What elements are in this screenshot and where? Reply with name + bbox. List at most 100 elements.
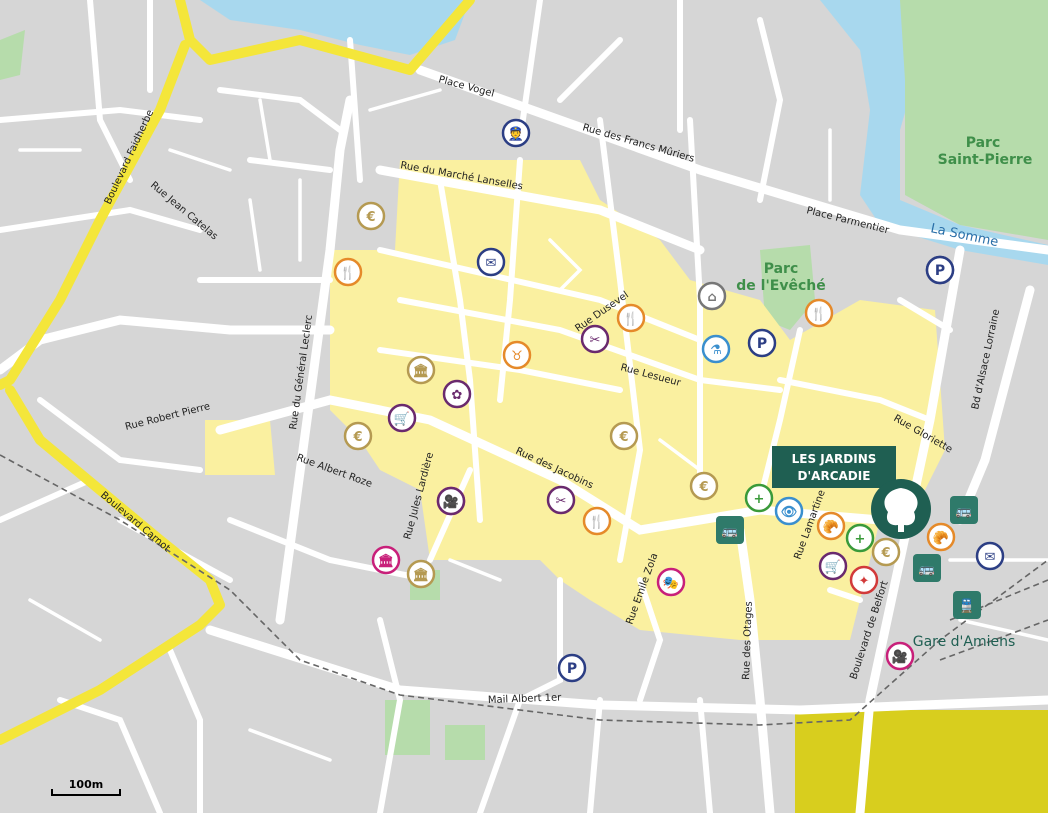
svg-text:🚌: 🚌 xyxy=(722,524,738,539)
euro-icon[interactable]: € xyxy=(609,421,639,451)
boulevard-carnot xyxy=(0,385,225,745)
church-icon[interactable]: ⌂ xyxy=(697,281,727,311)
boulevard-faidherbe xyxy=(0,40,190,390)
svg-text:€: € xyxy=(698,480,708,495)
cinema-icon[interactable]: 🎥 xyxy=(885,641,915,671)
bus-icon[interactable]: 🚌 xyxy=(716,516,744,544)
parking-icon[interactable]: P xyxy=(557,653,587,683)
label-parc-st-pierre-2: Saint-Pierre xyxy=(938,152,1033,168)
svg-text:⚗: ⚗ xyxy=(710,343,722,358)
street-general-leclerc xyxy=(275,95,355,625)
svg-text:P: P xyxy=(567,661,577,677)
svg-text:P: P xyxy=(757,336,767,352)
hairdresser-icon[interactable]: ✂ xyxy=(546,485,576,515)
museum-icon[interactable]: 🏛 xyxy=(406,559,436,589)
svg-text:🥐: 🥐 xyxy=(933,530,949,546)
hairdresser-icon[interactable]: ✂ xyxy=(580,324,610,354)
label-mail-albert: Mail Albert 1er xyxy=(488,692,563,706)
scale-bar-label: 100m xyxy=(69,778,103,791)
museum-icon[interactable]: 🏛 xyxy=(406,355,436,385)
label-parc-eveche-1: Parc xyxy=(764,261,799,277)
euro-icon[interactable]: € xyxy=(689,471,719,501)
shopping-cart-icon[interactable]: 🛒 xyxy=(818,551,848,581)
park-eveche xyxy=(760,245,815,330)
svg-text:✉: ✉ xyxy=(486,256,497,271)
label-parc-eveche-2: de l'Evêché xyxy=(736,278,825,294)
police-icon[interactable]: 👮 xyxy=(501,118,531,148)
destination-marker[interactable]: LES JARDINS D'ARCADIE xyxy=(772,446,931,539)
svg-text:+: + xyxy=(754,492,765,507)
railway xyxy=(0,454,1048,726)
destination-title-line2: D'ARCADIE xyxy=(798,469,871,483)
pharmacy-icon[interactable]: + xyxy=(845,523,875,553)
scale-bar: 100m xyxy=(51,778,121,796)
shopping-cart-icon[interactable]: 🛒 xyxy=(387,403,417,433)
restaurant-icon[interactable]: 🍴 xyxy=(616,303,646,333)
label-gare: Gare d'Amiens xyxy=(913,634,1016,650)
library-icon[interactable]: 🏛 xyxy=(371,545,401,575)
svg-text:👁: 👁 xyxy=(781,505,798,520)
bakery-icon[interactable]: 🥐 xyxy=(926,522,956,552)
pharmacy-icon[interactable]: + xyxy=(744,483,774,513)
parking-icon[interactable]: P xyxy=(925,255,955,285)
svg-text:🎭: 🎭 xyxy=(663,576,679,591)
park-saint-pierre xyxy=(900,0,1048,240)
svg-text:✂: ✂ xyxy=(556,494,567,509)
compass-icon[interactable]: ✦ xyxy=(849,565,879,595)
destination-title-line1: LES JARDINS xyxy=(792,452,877,466)
yellow-boulevards xyxy=(0,0,475,745)
svg-text:€: € xyxy=(880,546,890,561)
svg-text:♉: ♉ xyxy=(511,349,523,364)
boulevard-north xyxy=(175,0,475,75)
svg-text:🎥: 🎥 xyxy=(892,649,908,665)
svg-text:🍴: 🍴 xyxy=(340,265,356,281)
destination-label-box xyxy=(772,446,896,488)
place-labels: Parc Saint-Pierre Parc de l'Evêché Gare … xyxy=(736,135,1032,650)
bus-icon[interactable]: 🚌 xyxy=(913,554,941,582)
svg-text:+: + xyxy=(855,532,866,547)
park-small-nw xyxy=(0,30,25,80)
bus-icon[interactable]: 🚌 xyxy=(950,496,978,524)
train-icon[interactable]: 🚆 xyxy=(953,591,981,619)
parking-icon[interactable]: P xyxy=(747,328,777,358)
svg-text:🚆: 🚆 xyxy=(959,598,975,614)
scale-bar-line xyxy=(51,789,121,796)
label-parc-st-pierre-1: Parc xyxy=(966,135,1001,151)
svg-text:🚌: 🚌 xyxy=(956,504,972,519)
svg-text:P: P xyxy=(935,263,945,279)
svg-text:€: € xyxy=(352,430,362,445)
svg-text:🎥: 🎥 xyxy=(443,494,459,510)
svg-text:✉: ✉ xyxy=(985,550,996,565)
svg-text:✦: ✦ xyxy=(859,574,870,589)
theatre-icon[interactable]: 🎭 xyxy=(656,567,686,597)
butcher-icon[interactable]: ♉ xyxy=(502,340,532,370)
svg-text:✂: ✂ xyxy=(590,333,601,348)
svg-text:🍴: 🍴 xyxy=(623,311,639,327)
post-office-icon[interactable]: ✉ xyxy=(476,247,506,277)
euro-icon[interactable]: € xyxy=(343,421,373,451)
post-office-icon[interactable]: ✉ xyxy=(975,541,1005,571)
cinema-icon[interactable]: 🎥 xyxy=(436,486,466,516)
svg-text:€: € xyxy=(618,430,628,445)
euro-icon[interactable]: € xyxy=(356,201,386,231)
restaurant-icon[interactable]: 🍴 xyxy=(804,298,834,328)
restaurant-icon[interactable]: 🍴 xyxy=(582,506,612,536)
flower-icon[interactable]: ✿ xyxy=(442,379,472,409)
svg-text:🍴: 🍴 xyxy=(811,306,827,322)
svg-text:✿: ✿ xyxy=(452,388,463,403)
bakery-icon[interactable]: 🥐 xyxy=(816,511,846,541)
svg-text:🛒: 🛒 xyxy=(825,559,841,575)
park-mail-2 xyxy=(445,725,485,760)
svg-text:🏛: 🏛 xyxy=(378,553,395,569)
river-la-somme xyxy=(200,0,1048,265)
svg-text:🍴: 🍴 xyxy=(589,514,605,530)
svg-text:🛒: 🛒 xyxy=(394,411,410,427)
restaurant-icon[interactable]: 🍴 xyxy=(333,257,363,287)
lab-icon[interactable]: ⚗ xyxy=(701,334,731,364)
eye-icon[interactable]: 👁 xyxy=(774,496,804,526)
svg-text:🚌: 🚌 xyxy=(919,562,935,577)
svg-text:🏛: 🏛 xyxy=(413,363,430,379)
euro-icon[interactable]: € xyxy=(871,537,901,567)
svg-text:🥐: 🥐 xyxy=(823,519,839,535)
